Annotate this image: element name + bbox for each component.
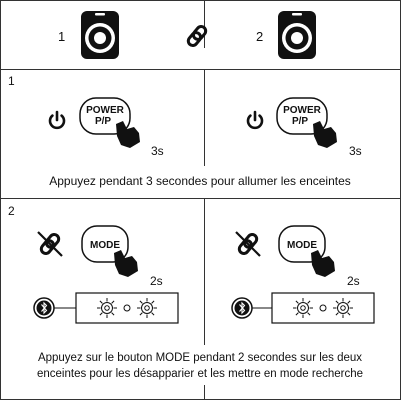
top-row: 1 2 bbox=[58, 11, 316, 59]
press-duration: 2s bbox=[150, 274, 163, 288]
step-2-caption-line-2: enceintes pour les désapparier et les me… bbox=[37, 368, 363, 380]
step-1-caption: Appuyez pendant 3 secondes pour allumer … bbox=[49, 174, 351, 188]
press-duration: 3s bbox=[349, 144, 362, 158]
power-icon bbox=[246, 110, 264, 130]
bluetooth-indicator bbox=[231, 292, 375, 324]
step-2-section: 2 MODE 2s MODE 2s bbox=[8, 204, 375, 380]
led-off-icon bbox=[123, 304, 131, 312]
speaker-icon bbox=[81, 11, 119, 59]
press-duration: 2s bbox=[347, 274, 360, 288]
speaker-1-number: 1 bbox=[58, 29, 65, 44]
power-button-label: POWER bbox=[86, 105, 125, 116]
step-1-number: 1 bbox=[8, 74, 15, 88]
power-button-label: POWER bbox=[283, 105, 322, 116]
mode-button-label: MODE bbox=[90, 240, 120, 251]
power-icon bbox=[48, 110, 66, 130]
power-button-sublabel: P/P bbox=[95, 116, 111, 127]
led-off-icon bbox=[319, 304, 327, 312]
unlink-icon bbox=[37, 231, 63, 257]
step-2-caption-line-1: Appuyez sur le bouton MODE pendant 2 sec… bbox=[38, 352, 362, 364]
speaker-2-number: 2 bbox=[256, 29, 263, 44]
step-1-section: 1 POWER P/P 3s POWER P/P 3s Appuyez pend… bbox=[8, 74, 362, 188]
press-duration: 3s bbox=[151, 144, 164, 158]
power-button-sublabel: P/P bbox=[292, 116, 308, 127]
bluetooth-indicator bbox=[33, 292, 179, 324]
unlink-icon bbox=[235, 231, 261, 257]
step-2-number: 2 bbox=[8, 204, 15, 218]
mode-button-label: MODE bbox=[287, 240, 317, 251]
speaker-icon bbox=[278, 11, 316, 59]
